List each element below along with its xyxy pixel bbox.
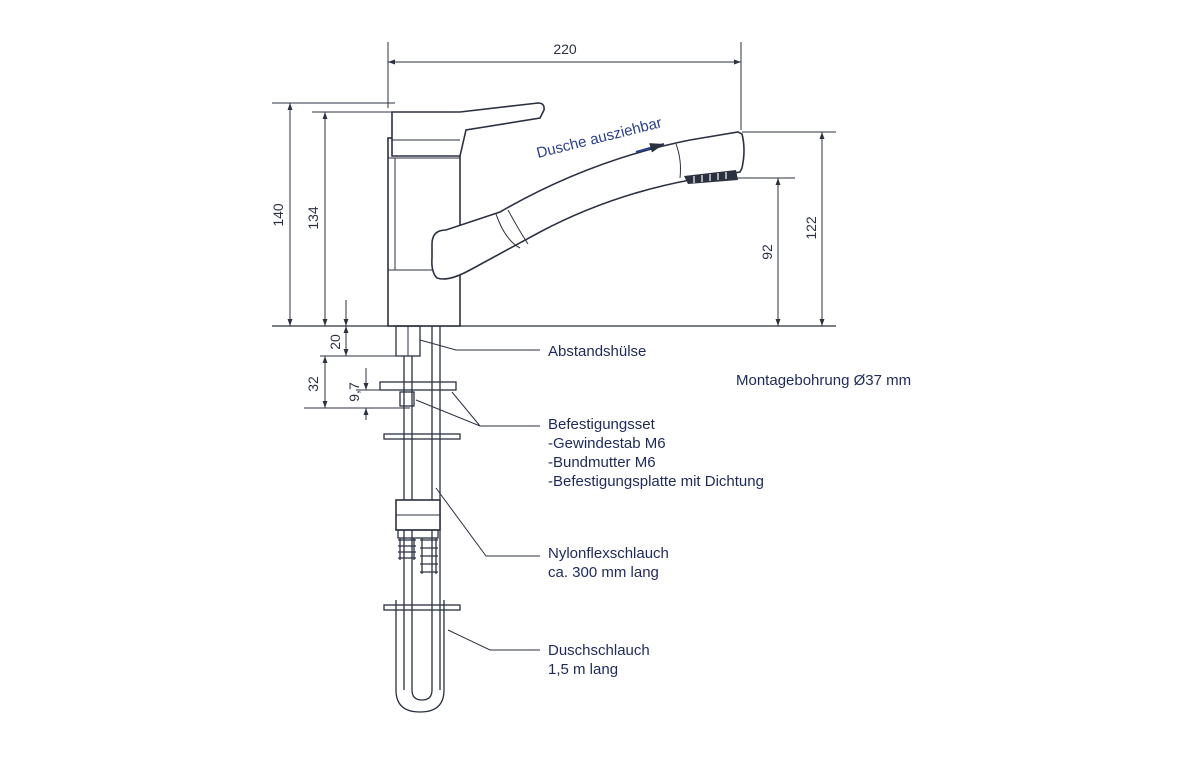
dimension-20-label: 20 — [327, 334, 343, 350]
nylon-hose-length: ca. 300 mm lang — [548, 564, 659, 581]
dimension-9-7-label: 9,7 — [346, 382, 362, 402]
mounting-hole-label: Montagebohrung Ø37 mm — [736, 372, 911, 389]
dimension-width-label: 220 — [553, 41, 577, 57]
pullout-arrow — [635, 143, 665, 153]
spray-head — [684, 170, 738, 184]
fixing-set-title: Befestigungsset — [548, 416, 656, 433]
dimension-height-total: 140 — [270, 102, 395, 326]
fixing-set-item: -Bundmutter M6 — [548, 454, 656, 471]
shower-hose-label: Duschschlauch — [548, 642, 650, 659]
pullout-spout — [431, 131, 745, 280]
dimension-92-label: 92 — [759, 244, 775, 260]
spacer-label: Abstandshülse — [548, 343, 646, 360]
dimension-plate: 9,7 — [346, 368, 402, 420]
fixing-set-item: -Gewindestab M6 — [548, 435, 666, 452]
leader-lines — [415, 339, 540, 651]
nylon-hose-label: Nylonflexschlauch — [548, 545, 669, 562]
dimension-height-outlet: 92 — [700, 177, 795, 326]
installation-parts — [379, 325, 461, 713]
shower-hose-loop — [395, 600, 445, 713]
fixing-set-item: -Befestigungsplatte mit Dichtung — [548, 473, 764, 490]
dimension-122-label: 122 — [803, 216, 819, 240]
lever-handle — [391, 102, 545, 157]
dimension-134-label: 134 — [305, 206, 321, 230]
dimension-width: 220 — [387, 41, 742, 130]
dimension-height-spout: 122 — [742, 131, 836, 326]
shower-hose-length: 1,5 m lang — [548, 661, 618, 678]
dimension-height-body: 134 — [305, 111, 395, 326]
dimension-32-label: 32 — [305, 376, 321, 392]
faucet: Dusche ausziehbar — [387, 102, 745, 327]
fixing-plate — [379, 381, 457, 391]
dimension-mount: 32 — [304, 356, 410, 409]
dimension-sleeve: 20 — [320, 300, 398, 357]
dimension-140-label: 140 — [270, 203, 286, 227]
